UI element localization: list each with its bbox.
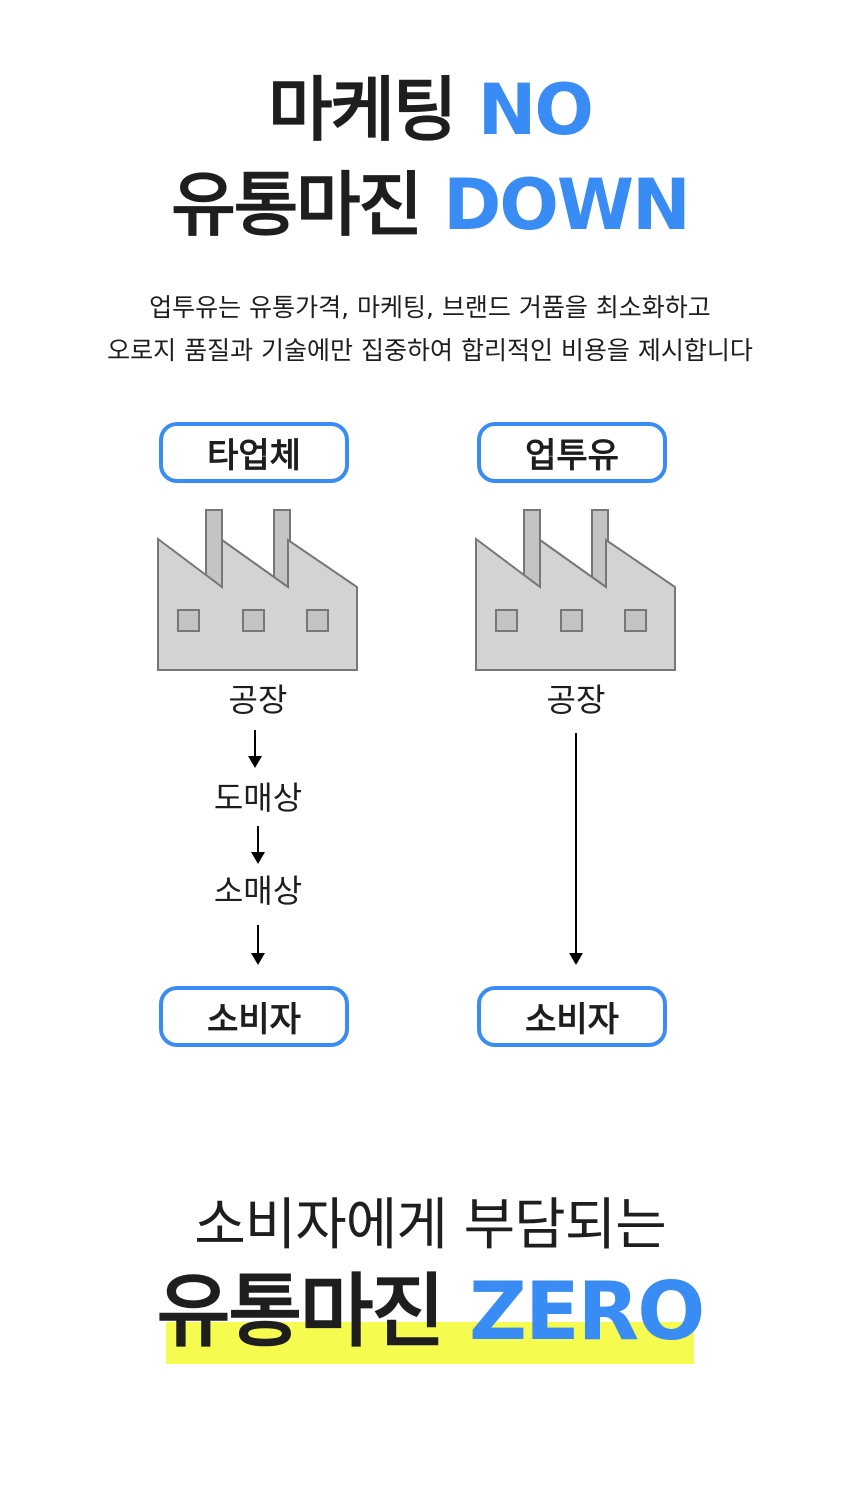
- competitor-title: 타업체: [207, 436, 301, 476]
- headline-en: NO: [477, 69, 594, 151]
- headline-en: DOWN: [443, 164, 690, 246]
- step-factory: 공장: [546, 681, 606, 719]
- consumer-box: 소비자: [477, 986, 667, 1047]
- step-wholesaler: 도매상: [213, 779, 303, 817]
- arrow-down-icon: [251, 826, 265, 864]
- consumer-label: 소비자: [525, 1000, 619, 1040]
- headline-line2: 유통마진 DOWN: [0, 170, 860, 240]
- step-retailer: 소매상: [213, 872, 303, 910]
- consumer-box: 소비자: [159, 986, 349, 1047]
- arrow-down-icon: [569, 733, 583, 965]
- consumer-label: 소비자: [207, 1000, 301, 1040]
- uptoyou-title: 업투유: [525, 436, 619, 476]
- step-factory: 공장: [228, 681, 288, 719]
- highlight-band: [166, 1322, 694, 1364]
- headline-ko: 유통마진: [171, 164, 423, 246]
- arrow-down-icon: [251, 925, 265, 965]
- factory-icon: [475, 509, 676, 671]
- arrow-down-icon: [248, 730, 262, 768]
- closing-line1: 소비자에게 부담되는: [194, 1193, 666, 1258]
- description-line1: 업투유는 유통가격, 마케팅, 브랜드 거품을 최소화하고: [149, 293, 711, 322]
- headline-ko: 마케팅: [268, 69, 457, 151]
- competitor-title-box: 타업체: [159, 422, 349, 483]
- headline-line1: 마케팅 NO: [0, 75, 860, 145]
- description-line2: 오로지 품질과 기술에만 집중하여 합리적인 비용을 제시합니다: [107, 336, 753, 365]
- closing-line2: 유통마진 ZERO: [0, 1272, 860, 1352]
- uptoyou-title-box: 업투유: [477, 422, 667, 483]
- factory-icon: [157, 509, 358, 671]
- closing-en: ZERO: [469, 1265, 705, 1358]
- closing-ko: 유통마진: [156, 1265, 445, 1358]
